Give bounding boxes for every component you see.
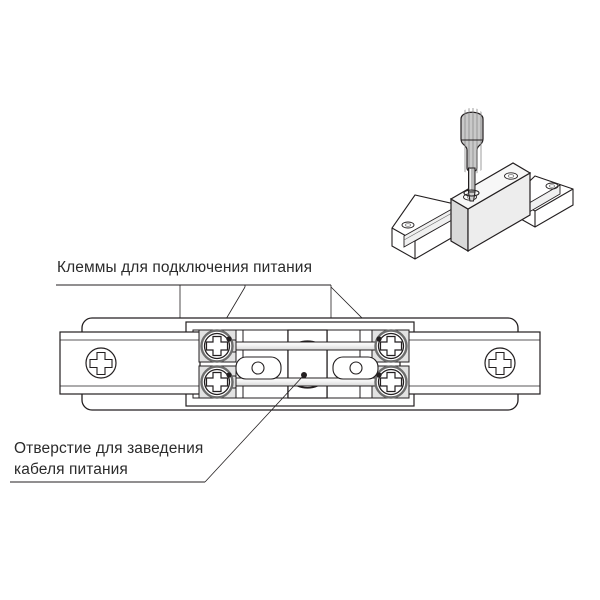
terminal-screw-bottom-right — [374, 365, 408, 399]
terminal-screw-top-right — [374, 329, 408, 363]
annotation-cable-hole: Отверстие для заведения кабеля питания — [10, 374, 305, 483]
main-connector-view — [59, 317, 541, 411]
cable-hole-label-line2: кабеля питания — [14, 461, 128, 478]
leader-dot — [376, 336, 382, 342]
terminal-screw-bottom-left — [200, 365, 234, 399]
screw-mark-icon — [504, 172, 518, 180]
screw-mark-icon — [401, 221, 415, 229]
terminals-label: Клеммы для подключения питания — [57, 259, 312, 276]
end-cap-screw-right — [484, 347, 516, 379]
end-cap-screw-left — [85, 347, 117, 379]
slot-left — [235, 356, 282, 380]
leader-line — [204, 374, 305, 483]
end-cap-right — [399, 331, 541, 395]
leader-dot — [226, 336, 232, 342]
terminal-screw-top-left — [200, 329, 234, 363]
connector-body — [449, 162, 532, 253]
connector-bar-top — [227, 341, 384, 351]
inset-isometric-view — [391, 108, 574, 260]
end-cap-left — [59, 331, 201, 395]
leader-dot — [226, 372, 232, 378]
leader-dot — [376, 372, 382, 378]
slot-right — [332, 356, 379, 380]
cable-hole-label-line1: Отверстие для заведения — [14, 440, 203, 457]
screwdriver-icon — [460, 108, 484, 202]
screw-mark-icon — [545, 182, 559, 190]
cable-entry-hole — [287, 329, 328, 399]
